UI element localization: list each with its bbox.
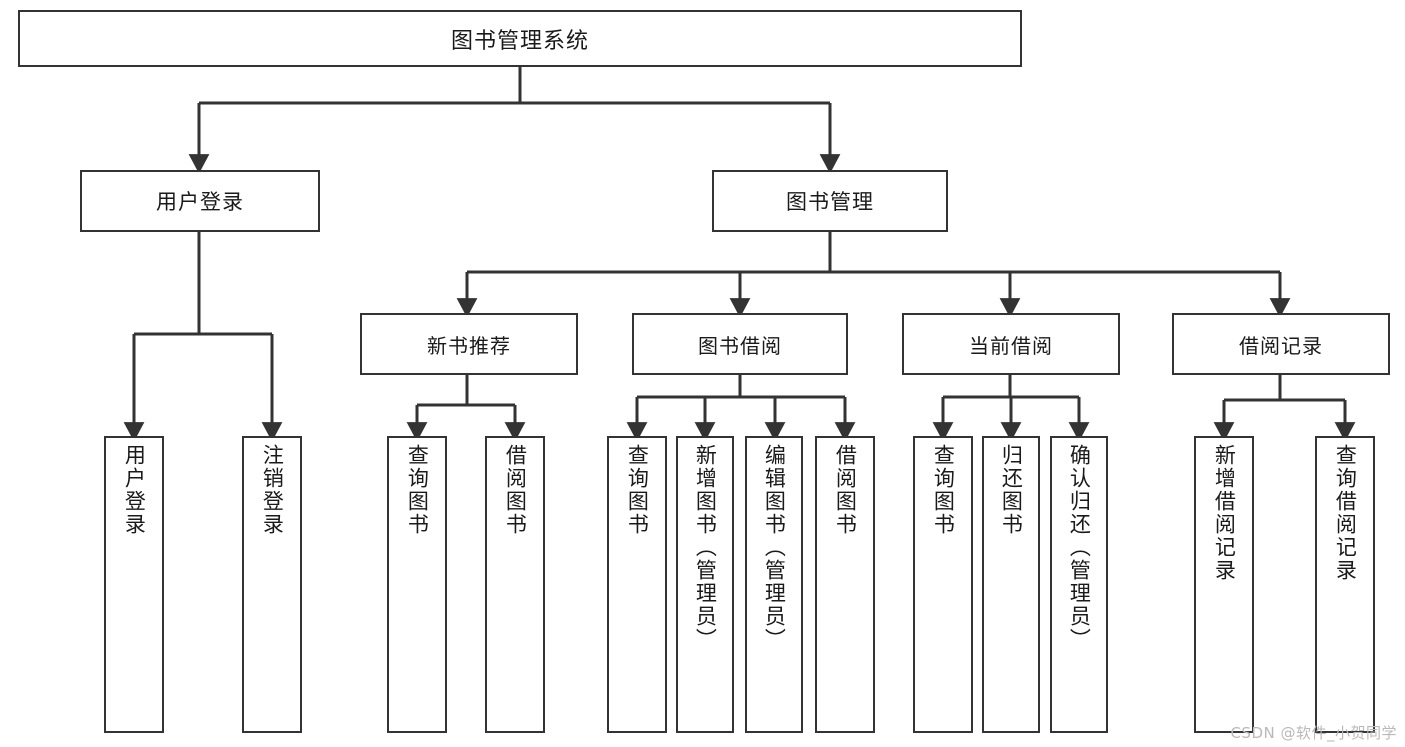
node-label: 用户登录 xyxy=(156,190,244,214)
node-leaf-query-book-current[interactable]: 查询图书 xyxy=(913,436,973,733)
node-label: 确认归还（管理员） xyxy=(1067,444,1092,651)
node-leaf-borrow-book-recommend[interactable]: 借阅图书 xyxy=(485,436,545,733)
node-leaf-edit-book-admin[interactable]: 编辑图书（管理员） xyxy=(745,436,803,733)
node-label: 注销登录 xyxy=(260,444,285,536)
node-label: 用户登录 xyxy=(122,444,147,536)
node-leaf-user-login[interactable]: 用户登录 xyxy=(104,436,164,733)
node-user-login[interactable]: 用户登录 xyxy=(80,170,320,232)
node-label: 查询借阅记录 xyxy=(1333,444,1358,582)
node-leaf-confirm-return-admin[interactable]: 确认归还（管理员） xyxy=(1050,436,1108,733)
node-leaf-query-book-recommend[interactable]: 查询图书 xyxy=(387,436,447,733)
node-label: 归还图书 xyxy=(999,444,1024,536)
node-label: 新增借阅记录 xyxy=(1212,444,1237,582)
node-new-book-recommend[interactable]: 新书推荐 xyxy=(360,313,578,375)
node-label: 图书管理系统 xyxy=(450,28,589,54)
node-label: 查询图书 xyxy=(931,444,956,536)
node-label: 新增图书（管理员） xyxy=(693,444,718,651)
node-leaf-query-borrow-record[interactable]: 查询借阅记录 xyxy=(1315,436,1375,733)
node-root-book-management-system[interactable]: 图书管理系统 xyxy=(18,10,1022,67)
node-label: 新书推荐 xyxy=(427,333,511,358)
node-label: 图书管理 xyxy=(786,190,874,214)
node-leaf-borrow-book[interactable]: 借阅图书 xyxy=(815,436,875,733)
node-leaf-query-book-borrow[interactable]: 查询图书 xyxy=(607,436,667,733)
node-label: 借阅图书 xyxy=(503,444,528,536)
node-label: 图书借阅 xyxy=(698,333,782,358)
node-leaf-add-book-admin[interactable]: 新增图书（管理员） xyxy=(676,436,734,733)
csdn-watermark: CSDN @软件_小贺同学 xyxy=(1230,724,1397,742)
node-leaf-add-borrow-record[interactable]: 新增借阅记录 xyxy=(1194,436,1254,733)
node-label: 编辑图书（管理员） xyxy=(762,444,787,651)
node-label: 查询图书 xyxy=(625,444,650,536)
node-book-borrow[interactable]: 图书借阅 xyxy=(632,313,848,375)
node-label: 当前借阅 xyxy=(969,333,1053,358)
node-leaf-logout-login[interactable]: 注销登录 xyxy=(242,436,302,733)
node-current-borrow[interactable]: 当前借阅 xyxy=(902,313,1120,375)
node-label: 借阅图书 xyxy=(833,444,858,536)
node-leaf-return-book[interactable]: 归还图书 xyxy=(982,436,1040,733)
node-label: 查询图书 xyxy=(405,444,430,536)
node-label: 借阅记录 xyxy=(1239,333,1323,358)
node-book-management[interactable]: 图书管理 xyxy=(712,170,948,232)
node-borrow-record[interactable]: 借阅记录 xyxy=(1172,313,1390,375)
